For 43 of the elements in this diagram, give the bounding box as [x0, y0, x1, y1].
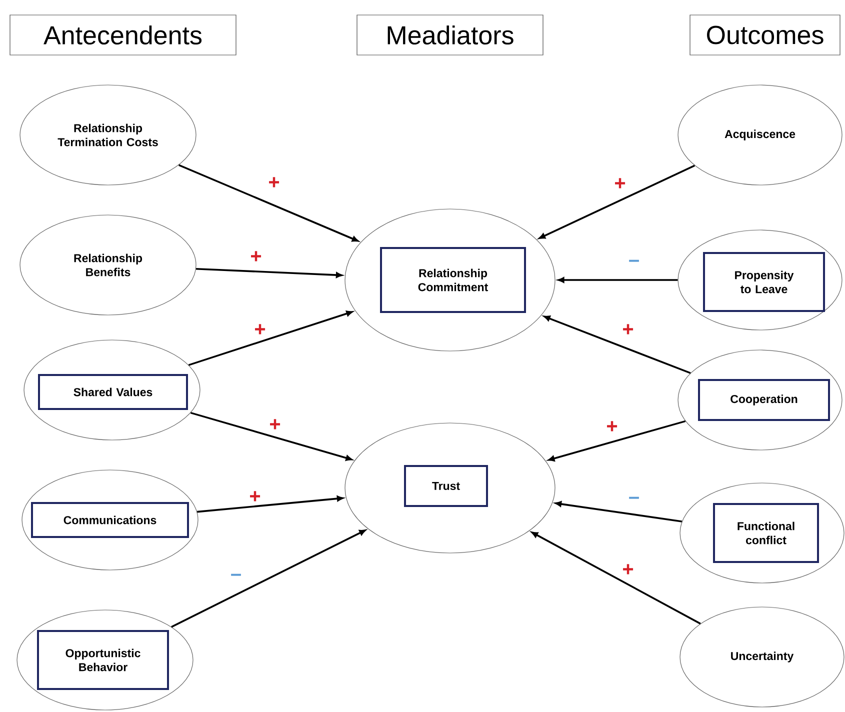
ellipse: [680, 482, 844, 584]
heading-box: Outcomes: [690, 14, 840, 56]
arrow: [197, 496, 344, 513]
edge-label: +: [615, 178, 626, 188]
heading-box: Meadiators: [356, 14, 544, 56]
arrow: [539, 164, 696, 239]
concept-box: Relationship Commitment: [380, 247, 526, 313]
arrow: [190, 412, 352, 461]
edge-label: –: [629, 496, 639, 499]
ellipse: [678, 230, 842, 330]
concept-box: Cooperation: [698, 379, 830, 421]
arrow: [532, 532, 701, 624]
arrow: [188, 310, 353, 366]
arrow: [548, 420, 686, 462]
concept-box: Trust: [404, 465, 488, 507]
heading-box: Antecendents: [10, 14, 236, 56]
ellipse: [678, 350, 842, 450]
ellipse: [24, 340, 200, 440]
edge-label: +: [251, 251, 262, 262]
arrow: [555, 501, 682, 522]
arrow: [171, 530, 366, 628]
edge-label: –: [629, 260, 639, 262]
ellipse: [22, 470, 198, 570]
edge-label: +: [623, 324, 634, 334]
concept-box: Functional conflict: [713, 503, 819, 563]
ellipse: [344, 422, 556, 554]
concept-box: Propensity to Leave: [703, 252, 826, 312]
concept-box: Shared Values: [38, 374, 188, 410]
concept-box: Communications: [31, 502, 189, 538]
ellipse: [16, 610, 194, 710]
concept-box: Opportunistic Behavior: [37, 630, 169, 690]
edge-label: +: [255, 324, 266, 334]
arrow: [544, 316, 691, 374]
edge-label: +: [623, 564, 634, 574]
edge-label: +: [250, 491, 260, 502]
edge-label: –: [231, 574, 241, 576]
arrow: [196, 268, 342, 278]
arrow: [558, 277, 678, 283]
edge-label: +: [269, 177, 280, 188]
ellipse: [344, 208, 556, 352]
arrow: [178, 164, 358, 242]
edge-label: +: [607, 421, 618, 432]
edge-label: +: [270, 419, 280, 430]
